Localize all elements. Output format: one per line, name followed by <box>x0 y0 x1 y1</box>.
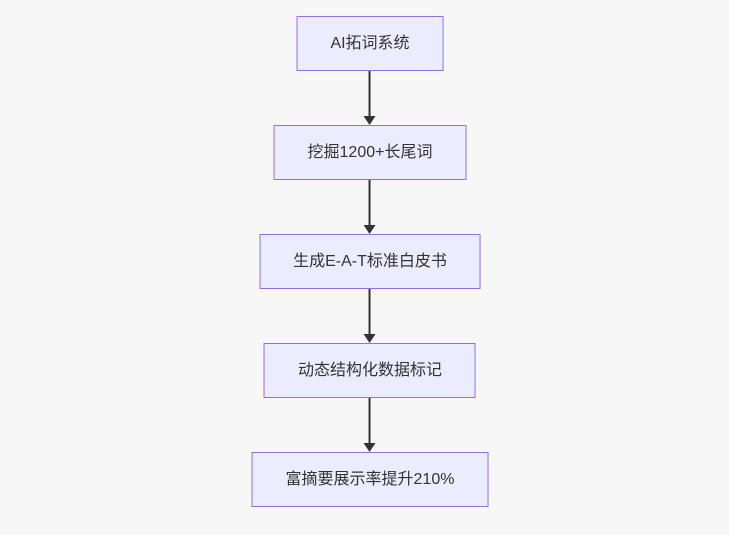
flow-node-longtail-mining: 挖掘1200+长尾词 <box>273 125 467 180</box>
arrow-connector-2 <box>364 180 376 234</box>
arrow-connector-4 <box>364 398 376 452</box>
arrowhead-down-icon <box>364 116 376 125</box>
arrowhead-down-icon <box>364 443 376 452</box>
arrow-connector-3 <box>364 289 376 343</box>
arrowhead-down-icon <box>364 334 376 343</box>
flow-node-eat-whitepaper: 生成E-A-T标准白皮书 <box>259 234 481 289</box>
arrow-line <box>369 289 371 335</box>
flow-node-rich-snippet-uplift: 富摘要展示率提升210% <box>251 452 489 507</box>
arrow-line <box>369 398 371 444</box>
flowchart: AI拓词系统 挖掘1200+长尾词 生成E-A-T标准白皮书 动态结构化数据标记… <box>251 16 489 507</box>
arrow-connector-1 <box>364 71 376 125</box>
arrow-line <box>369 71 371 117</box>
flow-node-structured-data-markup: 动态结构化数据标记 <box>263 343 476 398</box>
arrowhead-down-icon <box>364 225 376 234</box>
flow-node-ai-keyword-system: AI拓词系统 <box>296 16 444 71</box>
arrow-line <box>369 180 371 226</box>
